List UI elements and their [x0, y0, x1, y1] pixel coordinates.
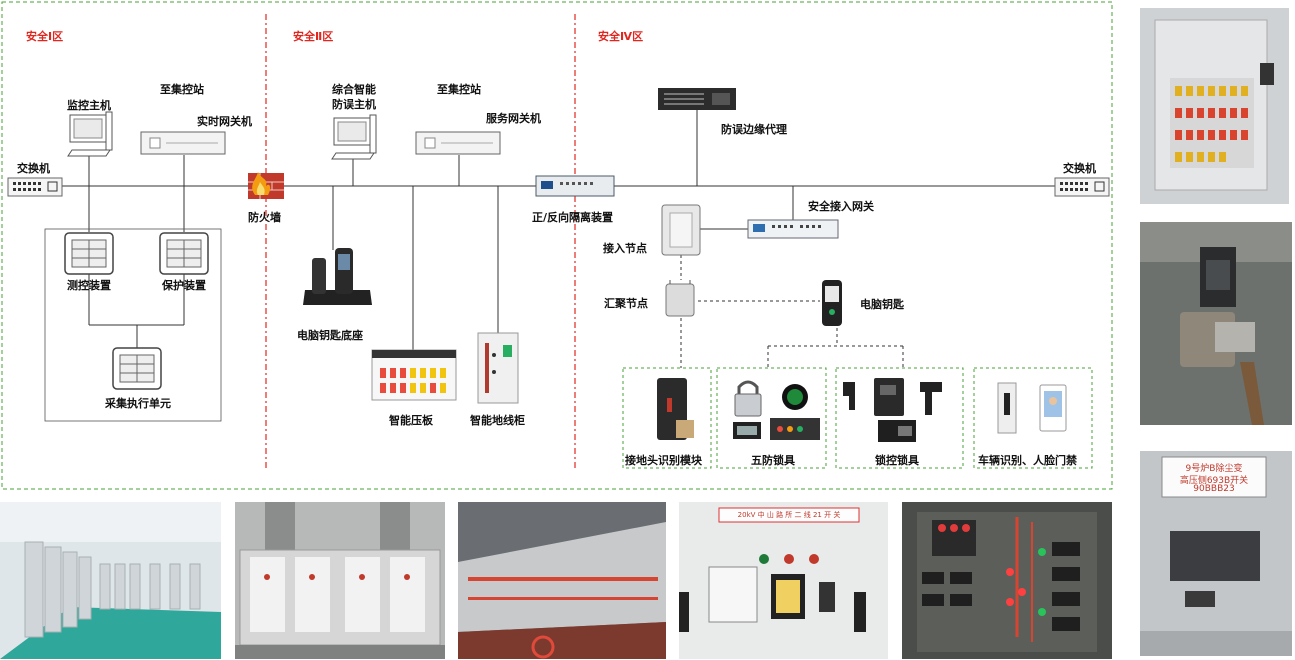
monitor-host-label: 监控主机: [67, 99, 111, 112]
panel-label-line1: 9号炉B除尘变: [1185, 464, 1243, 474]
realtime-gateway-icon: [140, 131, 226, 155]
smart-host-label-1: 综合智能: [332, 83, 376, 96]
vehicle-face-label: 车辆识别、人脸门禁: [978, 454, 1077, 467]
round-lock-icon: [782, 384, 808, 410]
key-base-icon: [303, 248, 372, 305]
protect-device-label: 保护装置: [162, 279, 206, 292]
switch-left-label: 交换机: [17, 162, 50, 175]
interlock-lock-icon: [843, 378, 942, 442]
switch-left-icon: [7, 177, 63, 197]
protect-device-icon: [159, 232, 209, 275]
switchgear-header-text: 20kV 中 山 路 所 二 线 21 开 关: [737, 511, 841, 519]
collect-unit-label: 采集执行单元: [105, 397, 171, 410]
key-base-label: 电脑钥匙底座: [297, 329, 363, 342]
firewall-icon: [248, 172, 284, 199]
measure-device-icon: [64, 232, 114, 275]
switch-right-icon: [1054, 177, 1110, 197]
realtime-gateway-label: 实时网关机: [197, 115, 252, 128]
isolation-device-icon: [535, 175, 615, 197]
ground-module-label: 接地头识别模块: [625, 454, 702, 467]
photo-control-panel: 20kV 中 山 路 所 二 线 21 开 关: [679, 502, 888, 659]
smart-plate-icon: [371, 349, 457, 401]
computer-key-icon: [822, 280, 842, 326]
firewall-label: 防火墙: [248, 211, 281, 224]
ground-module-icon: [657, 378, 694, 440]
master-station-2-label: 至集控站: [437, 83, 481, 96]
interlock-label: 锁控锁具: [875, 454, 919, 467]
service-gateway-icon: [415, 131, 501, 155]
smart-host-label-2: 防误主机: [332, 98, 376, 111]
photo-switchgear-label: 9号炉B除尘变 高压侧693B开关 90BBB23: [1140, 451, 1292, 656]
lock-module-icon: [733, 418, 820, 440]
isolation-label: 正/反向隔离装置: [532, 211, 614, 224]
master-station-1-label: 至集控站: [160, 83, 204, 96]
computer-key-label: 电脑钥匙: [860, 298, 904, 311]
monitor-host-icon: [67, 111, 113, 157]
zone1-title: 安全Ⅰ区: [26, 30, 64, 43]
access-gateway-icon: [747, 219, 839, 239]
photo-plate-panel: [1140, 8, 1289, 204]
photo-ground-lock: [1140, 222, 1292, 425]
smart-plate-label: 智能压板: [389, 414, 433, 427]
zone4-title: 安全Ⅳ区: [598, 30, 644, 43]
panel-label-line3: 90BBB23: [1193, 484, 1235, 494]
switch-right-label: 交换机: [1063, 162, 1096, 175]
architecture-diagram: [1, 1, 1113, 490]
photo-mimic-panel: [902, 502, 1112, 659]
access-node-label: 接入节点: [603, 242, 647, 255]
agg-node-icon: [665, 280, 695, 317]
vehicle-face-icon: [997, 382, 1067, 434]
access-node-icon: [661, 204, 701, 256]
measure-device-label: 测控装置: [67, 279, 111, 292]
edge-proxy-icon: [658, 88, 736, 110]
five-lock-label: 五防锁具: [751, 454, 795, 467]
photo-switchgear-hall: [458, 502, 666, 659]
padlock-icon: [734, 380, 762, 417]
ground-cabinet-icon: [477, 332, 519, 404]
smart-host-icon: [331, 114, 377, 160]
edge-proxy-label: 防误边缘代理: [721, 123, 787, 136]
photo-cabinet-room: [0, 502, 221, 659]
photo-switchgear-units: [235, 502, 445, 659]
service-gateway-label: 服务网关机: [486, 112, 541, 125]
panel-label-line2: 高压侧693B开关: [1179, 476, 1249, 486]
zone2-title: 安全Ⅱ区: [293, 30, 334, 43]
access-gateway-label: 安全接入网关: [808, 200, 874, 213]
agg-node-label: 汇聚节点: [604, 297, 648, 310]
ground-cabinet-label: 智能地线柜: [470, 414, 525, 427]
collect-unit-icon: [112, 347, 162, 390]
